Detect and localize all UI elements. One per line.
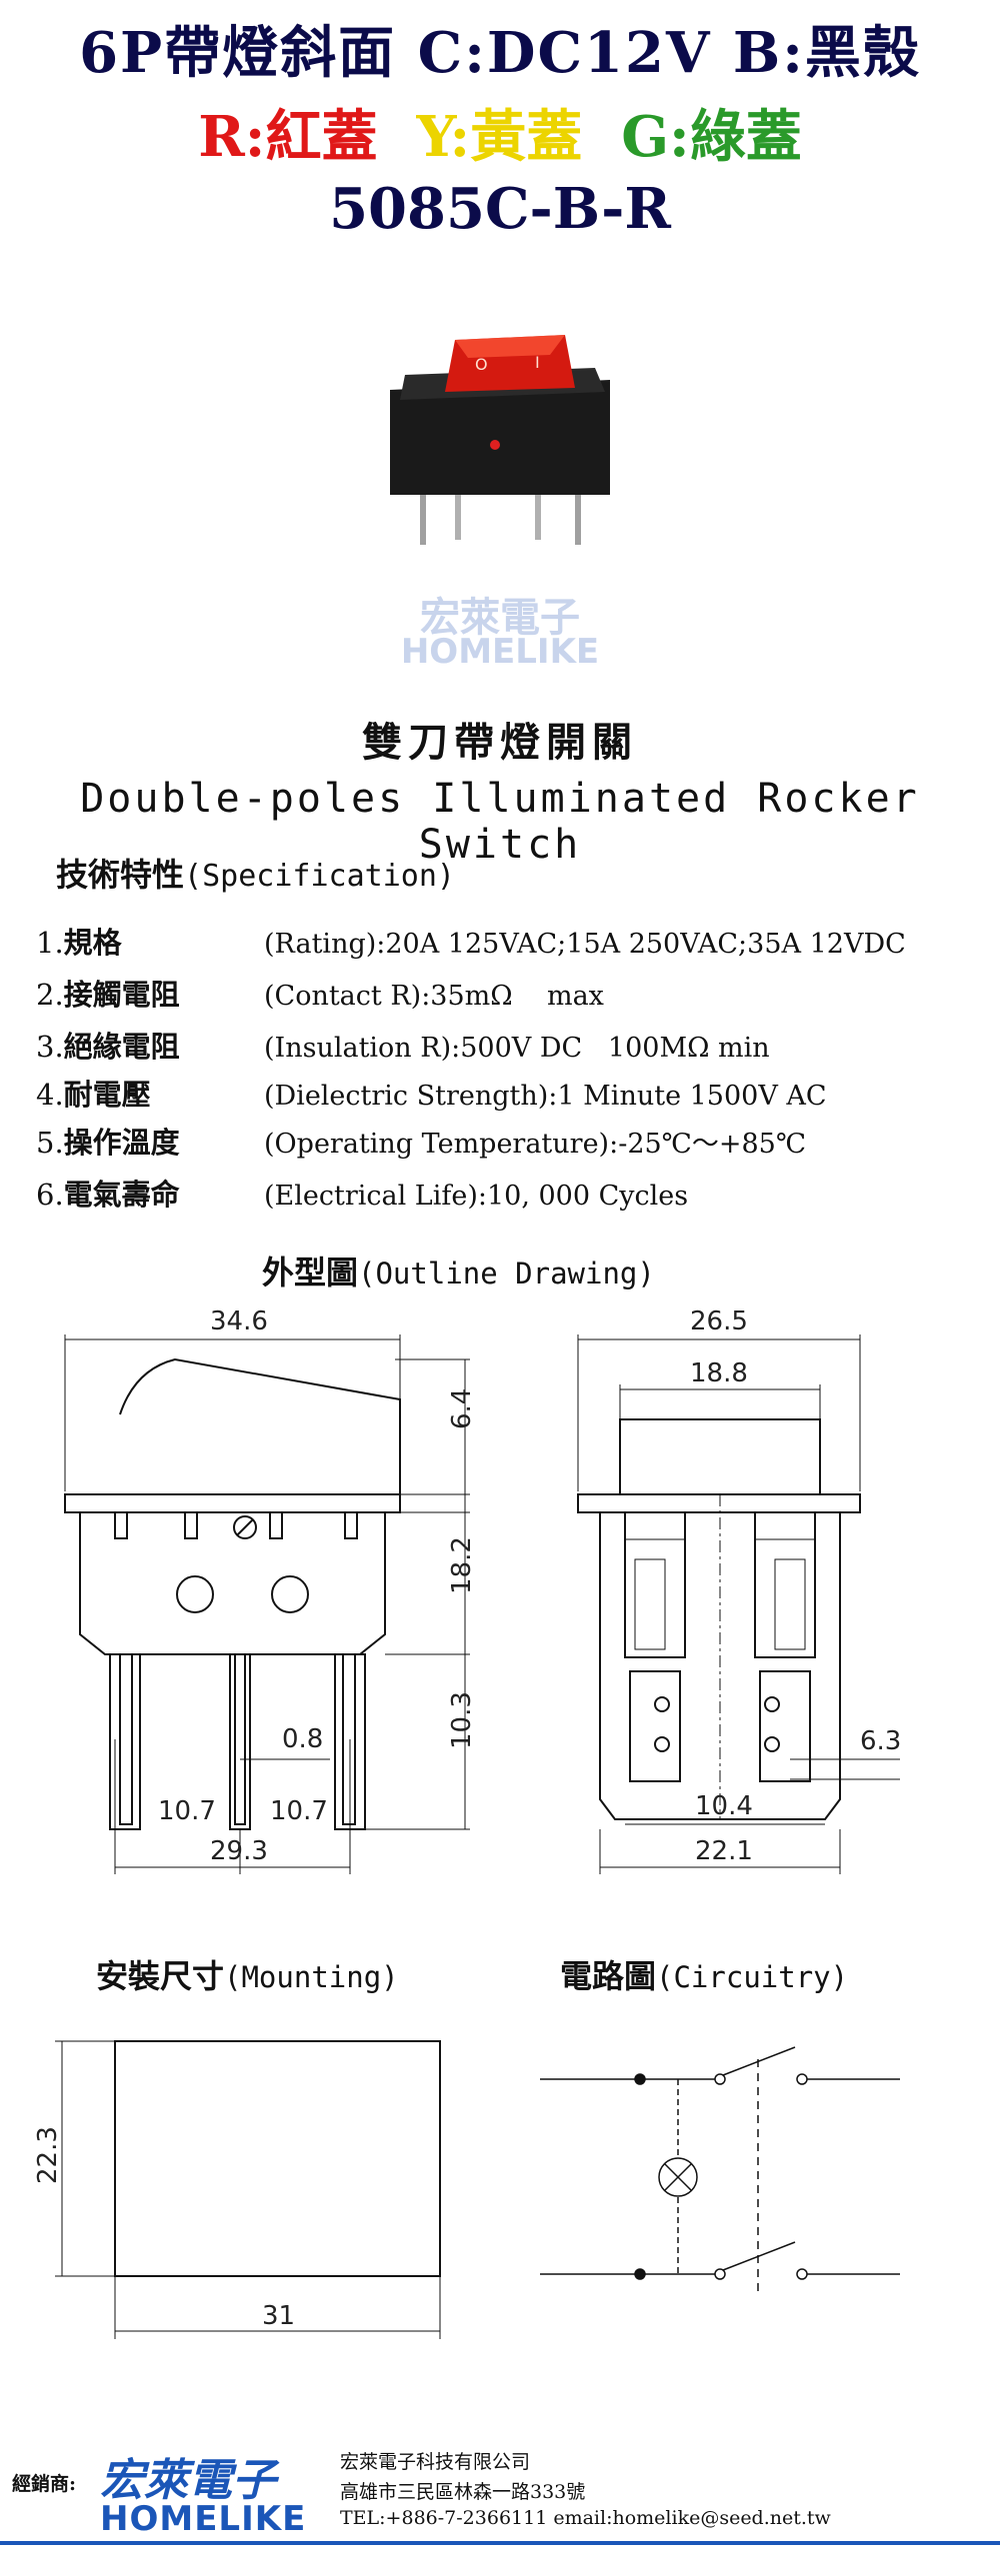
mounting-title-cn: 安裝尺寸 (96, 1957, 225, 1995)
spec-key: 1.規格 (36, 920, 264, 962)
dim-pin-w: 0.8 (282, 1724, 323, 1754)
spec-number: 4. (36, 1078, 64, 1112)
dim-pitch-b: 10.7 (270, 1796, 328, 1826)
spec-key: 5.操作溫度 (36, 1120, 264, 1162)
spec-row: 2.接觸電阻(Contact R):35mΩ max (36, 972, 604, 1014)
header-line1: 6P帶燈斜面 C:DC12V B:黑殼 (79, 20, 921, 86)
outline-drawing: 34.6 6.4 18.2 10.3 0.8 10.7 10.7 29.3 26… (64, 1306, 901, 1874)
dim-pitch-a: 10.7 (158, 1796, 216, 1826)
svg-text:I: I (535, 353, 540, 372)
green-cap-label: G:綠蓋 (621, 104, 802, 170)
footer-contact: TEL:+886-7-2366111 email:homelike@seed.n… (340, 2507, 831, 2529)
spec-label: 絕緣電阻 (63, 1030, 180, 1064)
spec-number: 2. (36, 978, 64, 1012)
spec-row: 5.操作溫度(Operating Temperature):-25℃～+85℃ (36, 1120, 806, 1162)
spec-row: 1.規格(Rating):20A 125VAC;15A 250VAC;35A 1… (36, 920, 906, 962)
spec-title: 技術特性(Specification) (56, 850, 455, 896)
spec-row: 4.耐電壓(Dielectric Strength):1 Minute 1500… (36, 1072, 827, 1114)
footer-company: 宏萊電子科技有限公司 (340, 2451, 531, 2473)
mounting-title: 安裝尺寸(Mounting) (96, 1951, 399, 1997)
spec-value: (Insulation R):500V DC 100MΩ min (264, 1033, 770, 1064)
spec-value: (Contact R):35mΩ max (264, 981, 604, 1012)
footer-address: 高雄市三民區林森一路333號 (340, 2481, 586, 2503)
red-cap-label: R:紅蓋 (198, 104, 378, 170)
spec-row: 3.絕緣電阻(Insulation R):500V DC 100MΩ min (36, 1024, 770, 1066)
spec-label: 電氣壽命 (63, 1178, 180, 1212)
product-title-cn: 雙刀帶燈開關 (362, 719, 638, 766)
mount-w: 31 (262, 2301, 295, 2331)
dim-side-base: 22.1 (695, 1836, 753, 1866)
spec-value: (Operating Temperature):-25℃～+85℃ (264, 1129, 807, 1160)
spec-number: 6. (36, 1178, 64, 1212)
spec-title-en: (Specification) (184, 859, 455, 894)
watermark-cn: 宏萊電子 (420, 595, 580, 641)
spec-value: (Rating):20A 125VAC;15A 250VAC;35A 12VDC (264, 929, 906, 960)
spec-key: 4.耐電壓 (36, 1072, 264, 1114)
spec-value: (Dielectric Strength):1 Minute 1500V AC (264, 1081, 827, 1112)
spec-row: 6.電氣壽命(Electrical Life):10, 000 Cycles (36, 1172, 688, 1214)
dim-side-w: 26.5 (690, 1306, 748, 1336)
dim-body-h: 18.2 (447, 1536, 477, 1594)
mounting-drawing: 22.3 31 (33, 2040, 441, 2339)
spec-key: 2.接觸電阻 (36, 972, 264, 1014)
product-title-en: Double-poles Illuminated Rocker Switch (80, 776, 920, 868)
spec-key: 6.電氣壽命 (36, 1172, 264, 1214)
spec-label: 接觸電阻 (63, 978, 180, 1012)
spec-number: 1. (36, 926, 64, 960)
spec-number: 5. (36, 1126, 64, 1160)
svg-text:O: O (475, 355, 488, 374)
spec-key: 3.絕緣電阻 (36, 1024, 264, 1066)
header-cap-colors: R:紅蓋 Y:黃蓋 G:綠蓋 (0, 92, 1000, 173)
front-view (64, 1334, 470, 1874)
spec-number: 3. (36, 1030, 64, 1064)
dim-pin-h: 10.3 (447, 1691, 477, 1749)
circuit-title-cn: 電路圖 (560, 1957, 657, 1995)
watermark-en: HOMELIKE (400, 632, 600, 672)
footer-logo-cn: 宏萊電子 (100, 2455, 276, 2506)
outline-title-en: (Outline Drawing) (358, 1257, 655, 1290)
footer-logo-en: HOMELIKE (100, 2499, 307, 2539)
footer-rule (0, 2541, 1000, 2545)
dealer-label: 經銷商: (12, 2473, 77, 2495)
spec-title-cn: 技術特性 (56, 856, 185, 894)
circuit-drawing (540, 2046, 900, 2294)
dim-side-pitch: 10.4 (695, 1791, 753, 1821)
circuit-title-en: (Circuitry) (656, 1960, 849, 1994)
dim-side-inner: 18.8 (690, 1358, 748, 1388)
mount-h: 22.3 (33, 2126, 63, 2184)
outline-title: 外型圖(Outline Drawing) (262, 1248, 655, 1293)
dim-cap-h: 6.4 (447, 1388, 477, 1429)
dim-side-pin: 6.3 (860, 1726, 901, 1756)
spec-label: 規格 (63, 926, 122, 960)
product-photo: O I (390, 335, 610, 545)
circuit-title: 電路圖(Circuitry) (560, 1951, 848, 1997)
side-view (577, 1334, 900, 1874)
dim-width: 34.6 (210, 1306, 268, 1336)
spec-value: (Electrical Life):10, 000 Cycles (264, 1181, 689, 1212)
outline-title-cn: 外型圖 (262, 1254, 359, 1291)
spec-label: 操作溫度 (63, 1126, 180, 1160)
mounting-title-en: (Mounting) (224, 1960, 399, 1994)
model-number: 5085C-B-R (329, 176, 671, 242)
dim-base-w: 29.3 (210, 1836, 268, 1866)
yellow-cap-label: Y:黃蓋 (416, 104, 583, 170)
spec-label: 耐電壓 (63, 1078, 151, 1112)
